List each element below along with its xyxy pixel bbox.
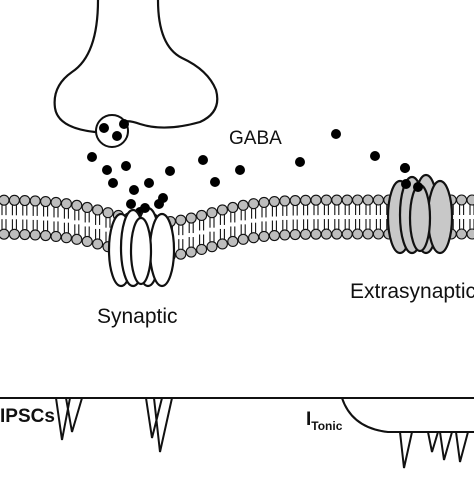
- lipid-head: [456, 194, 468, 206]
- ipscs-label: IPSCs: [0, 406, 55, 427]
- lipid-head: [0, 194, 10, 206]
- extrasynaptic-receptor-label: Extrasynaptic: [350, 280, 474, 303]
- lipid-head: [40, 195, 52, 208]
- lipid-head: [81, 201, 93, 214]
- lipid-head: [227, 201, 239, 214]
- lipid-head: [466, 228, 474, 240]
- lipid-head: [310, 194, 322, 206]
- lipid-head: [258, 230, 270, 242]
- lipid-head: [60, 232, 72, 244]
- lipid-head: [50, 230, 62, 242]
- lipid-head: [175, 214, 187, 226]
- gaba-molecule: [108, 178, 118, 188]
- lipid-head: [50, 196, 62, 208]
- lipid-head: [185, 246, 197, 258]
- gaba-molecule: [144, 178, 154, 188]
- gaba-molecule: [331, 129, 341, 139]
- lipid-head: [185, 212, 197, 224]
- synaptic-receptor-label: Synaptic: [97, 305, 178, 328]
- lipid-head: [310, 228, 322, 240]
- lipid-head: [341, 228, 353, 240]
- gaba-molecule: [295, 157, 305, 167]
- lipid-head: [362, 228, 374, 240]
- lipid-head: [216, 238, 228, 250]
- lipid-head: [289, 228, 301, 241]
- lipid-head: [331, 194, 343, 206]
- lipid-head: [40, 229, 52, 242]
- gaba-molecule: [121, 161, 131, 171]
- lipid-head: [0, 228, 10, 240]
- gaba-label: GABA: [229, 128, 282, 149]
- lipid-head: [81, 235, 93, 248]
- lipid-head: [71, 233, 83, 245]
- gaba-molecule: [210, 177, 220, 187]
- ipsc-trace: [55, 397, 173, 453]
- tonic-ipsc-trace: [399, 431, 469, 469]
- lipid-head: [196, 209, 208, 222]
- lipid-head: [352, 228, 364, 240]
- lipid-head: [102, 207, 114, 219]
- lipid-head: [29, 195, 41, 207]
- lipid-head: [92, 238, 104, 250]
- lipid-head: [29, 229, 41, 241]
- lipid-head: [19, 228, 31, 241]
- synaptic-receptor: [107, 206, 176, 288]
- gaba-molecule: [99, 123, 109, 133]
- lipid-head: [300, 228, 312, 240]
- tonic-current-trace: [341, 397, 474, 433]
- lipid-head: [466, 194, 474, 206]
- bound-gaba: [126, 163, 423, 213]
- gaba-molecule: [102, 165, 112, 175]
- itonic-subscript: Tonic: [311, 418, 343, 433]
- gaba-molecule: [112, 131, 122, 141]
- lipid-head: [175, 248, 187, 260]
- lipid-head: [71, 199, 83, 211]
- lipid-head: [206, 207, 218, 219]
- lipid-head: [352, 194, 364, 206]
- gaba-molecule: [235, 165, 245, 175]
- lipid-head: [362, 194, 374, 206]
- lipid-head: [289, 194, 301, 207]
- lipid-head: [456, 228, 468, 240]
- lipid-head: [372, 194, 384, 206]
- lipid-head: [8, 194, 20, 206]
- lipid-head: [279, 195, 291, 207]
- lipid-head: [237, 233, 249, 245]
- lipid-head: [227, 235, 239, 248]
- lipid-head: [372, 228, 384, 240]
- lipid-head: [206, 241, 218, 253]
- lipid-head: [237, 199, 249, 211]
- lipid-head: [279, 229, 291, 241]
- gaba-molecule: [370, 151, 380, 161]
- lipid-head: [300, 194, 312, 206]
- gaba-molecule: [87, 152, 97, 162]
- lipid-head: [19, 194, 31, 207]
- lipid-head: [8, 228, 20, 240]
- gaba-molecule: [119, 119, 129, 129]
- gaba-molecule: [198, 155, 208, 165]
- lipid-head: [320, 194, 332, 206]
- presynaptic-terminal: [53, 0, 219, 134]
- gaba-molecule: [129, 185, 139, 195]
- lipid-head: [216, 204, 228, 216]
- extrasynaptic-receptor: [386, 173, 454, 255]
- lipid-head: [320, 228, 332, 240]
- lipid-head: [258, 196, 270, 208]
- lipid-head: [341, 194, 353, 206]
- lipid-head: [248, 198, 260, 210]
- lipid-head: [92, 204, 104, 216]
- itonic-label: ITonic: [306, 409, 342, 433]
- lipid-head: [268, 229, 280, 242]
- lipid-head: [196, 243, 208, 256]
- lipid-head: [60, 198, 72, 210]
- lipid-head: [268, 195, 280, 208]
- lipid-head: [331, 228, 343, 240]
- gaba-molecule: [165, 166, 175, 176]
- lipid-head: [248, 232, 260, 244]
- itonic-main: I: [306, 409, 312, 430]
